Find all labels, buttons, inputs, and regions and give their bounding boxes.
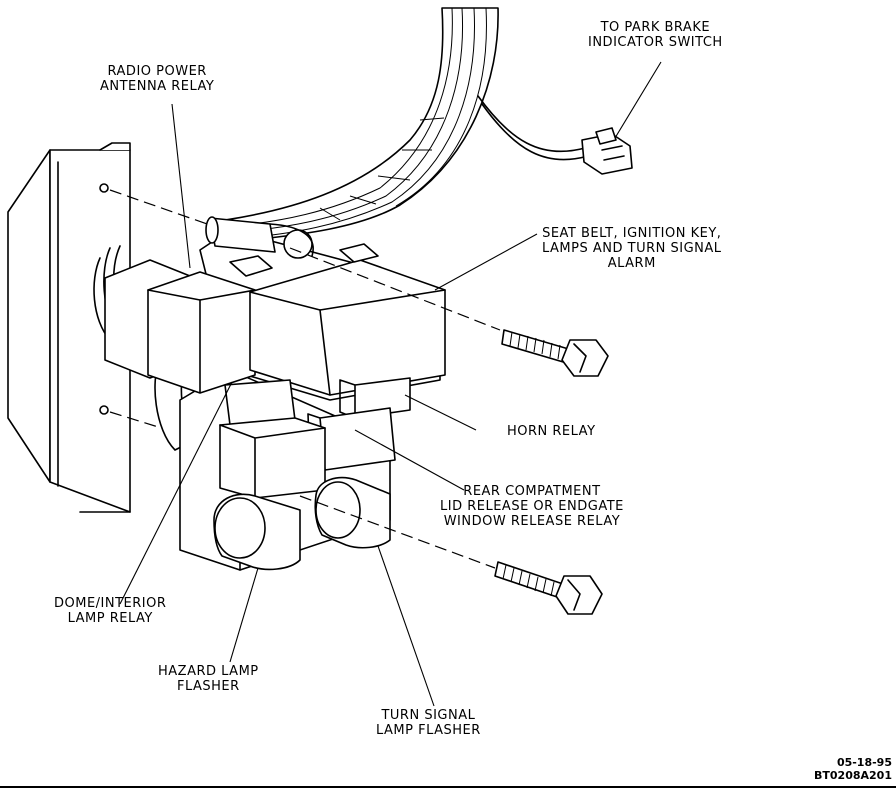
mounting-bracket bbox=[7, 142, 211, 513]
alignment-lines bbox=[289, 247, 501, 569]
radio-power-antenna-relay bbox=[104, 259, 256, 394]
park-brake-connector bbox=[477, 95, 633, 175]
lower-bolt bbox=[494, 561, 603, 615]
top-tube bbox=[205, 216, 314, 259]
label-dome-interior-lamp-relay: DOME/INTERIOR LAMP RELAY bbox=[54, 596, 167, 626]
turn-signal-lamp-flasher bbox=[314, 476, 391, 549]
seat-belt-alarm-module bbox=[229, 243, 446, 396]
label-seat-belt-alarm: SEAT BELT, IGNITION KEY, LAMPS AND TURN … bbox=[542, 226, 722, 271]
label-hazard-lamp-flasher: HAZARD LAMP FLASHER bbox=[158, 664, 259, 694]
label-rear-compartment-relay: REAR COMPATMENT LID RELEASE OR ENDGATE W… bbox=[440, 484, 624, 529]
label-turn-signal-lamp-flasher: TURN SIGNAL LAMP FLASHER bbox=[376, 708, 481, 738]
dome-interior-relay bbox=[219, 379, 326, 499]
figure-code: BT0208A201 bbox=[814, 769, 892, 782]
label-park-brake: TO PARK BRAKE INDICATOR SWITCH bbox=[588, 20, 723, 50]
bottom-rule bbox=[0, 786, 896, 788]
label-radio-power-antenna-relay: RADIO POWER ANTENNA RELAY bbox=[100, 64, 215, 94]
upper-bolt bbox=[501, 329, 609, 377]
figure-reference: 05-18-95 BT0208A201 bbox=[814, 756, 892, 782]
horn-relay bbox=[339, 377, 411, 419]
label-horn-relay: HORN RELAY bbox=[507, 424, 596, 439]
hazard-lamp-flasher bbox=[213, 493, 301, 571]
leader-lines bbox=[119, 61, 662, 707]
figure-date: 05-18-95 bbox=[836, 756, 892, 769]
wire-harness bbox=[224, 7, 499, 241]
